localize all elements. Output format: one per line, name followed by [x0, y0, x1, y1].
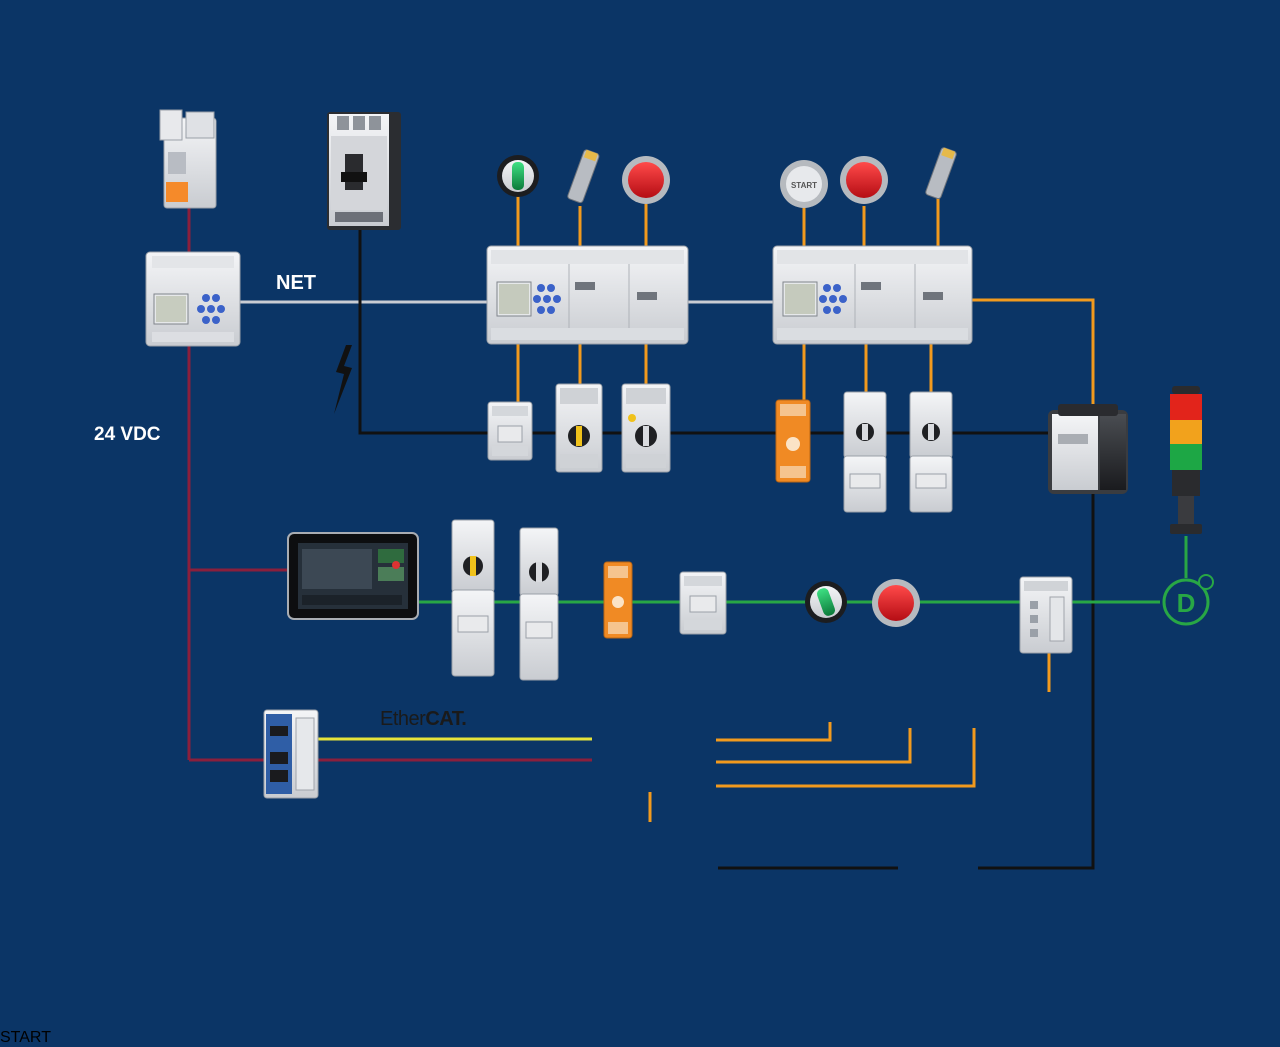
- power-supply-device: [159, 109, 217, 209]
- net-label: NET: [276, 272, 316, 294]
- timing-relay-2: [603, 561, 633, 639]
- motor-starter-combo-4: [519, 527, 559, 681]
- motor-starter-combo-3: [451, 519, 495, 677]
- svg-text:D: D: [1177, 588, 1196, 618]
- start-pushbutton-2: START: [0, 1029, 51, 1046]
- main-controller-device: [145, 251, 241, 347]
- dali-gateway-device: [1019, 576, 1073, 654]
- selector-switch-2: [805, 581, 847, 623]
- ethercat-label: EtherCAT.: [380, 708, 467, 731]
- motor-starter-combo-1: [843, 391, 887, 513]
- hmi-touch-panel: [287, 532, 419, 620]
- ethercat-prefix: Ether: [380, 708, 426, 730]
- start-label-2: START: [0, 1029, 51, 1046]
- start-pushbutton-1: START: [780, 160, 828, 208]
- contactor-2: [679, 571, 727, 635]
- motor-starter-2: [621, 383, 671, 473]
- circuit-breaker-device: [327, 112, 401, 230]
- motor-starter-1: [555, 383, 603, 473]
- controller-2-device: [772, 245, 973, 345]
- stop-pushbutton-2: [840, 156, 888, 204]
- start-label-1: START: [791, 181, 817, 190]
- timing-relay-1: [775, 399, 811, 483]
- diagram-canvas: START: [145, 109, 1214, 870]
- frequency-inverter-1: [1048, 404, 1128, 494]
- lightning-icon: [334, 345, 352, 414]
- signal-tower-device: [1170, 386, 1202, 534]
- proximity-sensor-2: [925, 147, 957, 200]
- contactor-1: [487, 401, 533, 461]
- supply-voltage-label: 24 VDC: [94, 424, 161, 445]
- stop-pushbutton-1: [622, 156, 670, 204]
- power-24vdc-wiring: [187, 208, 592, 762]
- proximity-sensor-1: [567, 149, 600, 204]
- controller-1-device: [486, 245, 689, 345]
- io-wiring: [516, 196, 1095, 822]
- dali-logo-icon: D: [1162, 574, 1214, 626]
- selector-switch-1: [497, 155, 539, 197]
- stop-pushbutton-3: [872, 579, 920, 627]
- motor-power-wiring: [358, 228, 1095, 870]
- ethercat-coupler-device: [263, 709, 319, 799]
- motor-starter-combo-2: [909, 391, 953, 513]
- ethercat-suffix: CAT.: [425, 708, 467, 730]
- wiring-diagram: START: [0, 109, 1214, 1046]
